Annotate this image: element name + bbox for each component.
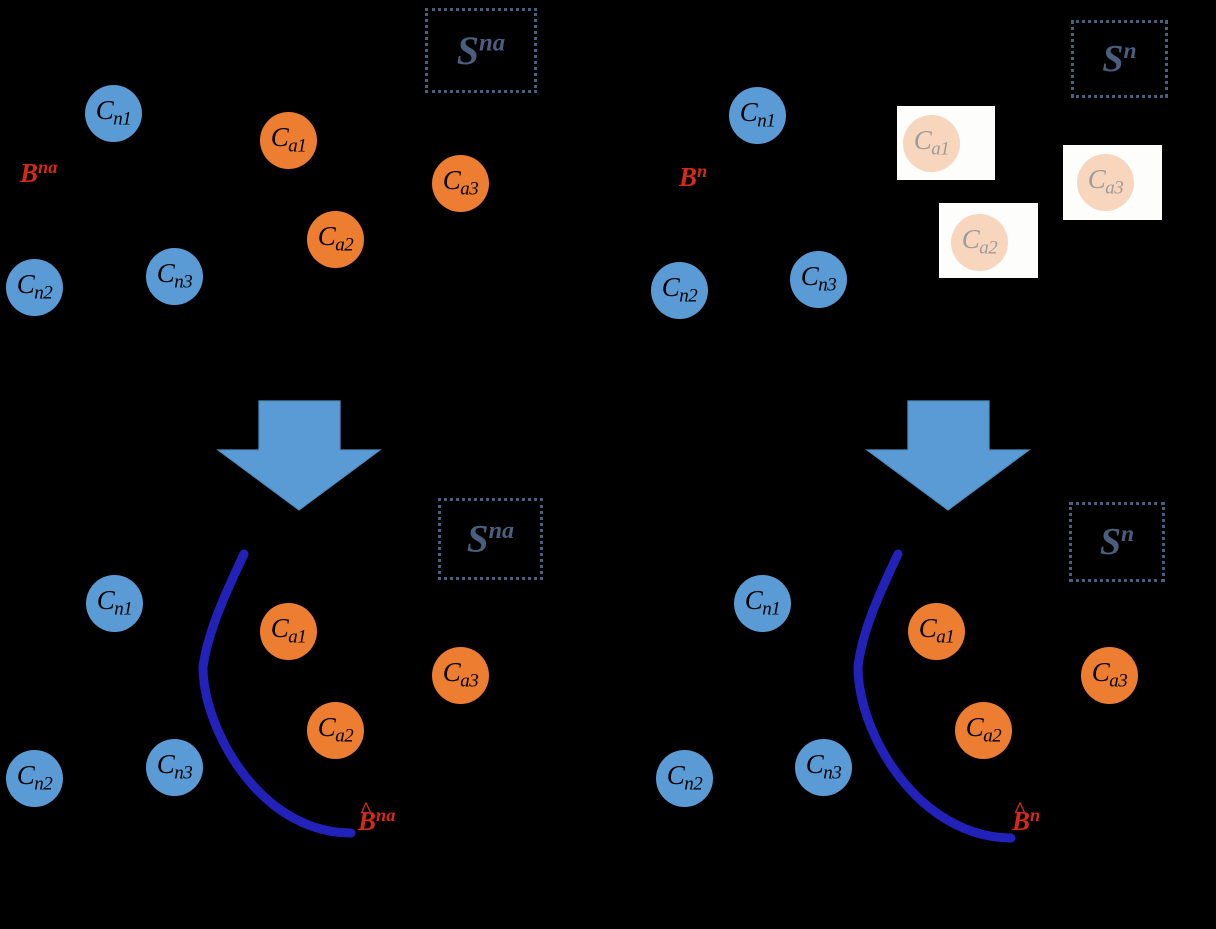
node-label: Cn2 [16,759,53,795]
node-label: Ca3 [1091,656,1128,692]
node-ca2-top-right: Ca2 [951,214,1008,271]
set-box-bottom-left: Sna [438,498,543,580]
set-box-bottom-right-label: Sn [1099,521,1135,563]
boundary-label-top-left: Bna [20,157,58,189]
node-cn3-top-right: Cn3 [790,251,847,308]
node-cn3-top-left: Cn3 [146,248,203,305]
boundary-label-top-right: Bn [679,161,708,193]
hat-accent: ^ [359,796,373,821]
node-label: Ca1 [913,124,950,160]
node-label: Cn3 [800,260,837,296]
node-label: Cn3 [156,257,193,293]
node-label: Cn1 [95,94,132,130]
estimated-boundary-curve-right [853,549,1016,843]
set-box-bottom-left-label: Sna [466,517,515,561]
node-ca3-top-right: Ca3 [1077,154,1134,211]
node-label: Ca3 [1087,163,1124,199]
node-label: Cn1 [739,96,776,132]
arrow-left [216,400,382,511]
node-label: Ca2 [961,223,998,259]
set-box-top-right: Sn [1071,20,1168,98]
node-ca1-bottom-left: Ca1 [260,603,317,660]
node-label: Cn1 [744,584,781,620]
node-label: Ca2 [965,711,1002,747]
node-ca2-top-left: Ca2 [307,211,364,268]
node-label: Ca1 [918,612,955,648]
node-cn2-bottom-left: Cn2 [6,750,63,807]
node-cn1-top-right: Cn1 [729,87,786,144]
node-cn3-bottom-right: Cn3 [795,739,852,796]
node-label: Ca3 [442,164,479,200]
node-label: Ca1 [270,612,307,648]
node-ca3-bottom-right: Ca3 [1081,647,1138,704]
arrow-right [865,400,1031,511]
node-ca2-bottom-left: Ca2 [307,702,364,759]
node-label: Cn3 [156,748,193,784]
node-cn3-bottom-left: Cn3 [146,739,203,796]
set-box-top-right-label: Sn [1102,38,1137,80]
node-cn2-top-left: Cn2 [6,259,63,316]
node-cn1-bottom-right: Cn1 [734,575,791,632]
node-cn1-bottom-left: Cn1 [86,575,143,632]
node-label: Ca2 [317,220,354,256]
estimated-boundary-curve-left [198,549,356,838]
node-label: Cn1 [96,584,133,620]
node-cn2-top-right: Cn2 [651,262,708,319]
set-box-bottom-right: Sn [1069,502,1165,582]
node-ca3-top-left: Ca3 [432,155,489,212]
boundary-label-bottom-left: ^Bna [358,796,396,837]
node-label: Ca1 [270,121,307,157]
node-label: Ca3 [442,656,479,692]
node-ca2-bottom-right: Ca2 [955,702,1012,759]
b-hat-group: ^B [358,796,377,837]
b-hat-group: ^B [1012,796,1031,837]
node-ca1-top-left: Ca1 [260,112,317,169]
node-ca1-bottom-right: Ca1 [908,603,965,660]
set-box-top-left-label: Sna [456,27,506,73]
node-label: Ca2 [317,711,354,747]
node-label: Cn2 [16,268,53,304]
node-label: Cn2 [666,759,703,795]
node-cn1-top-left: Cn1 [85,85,142,142]
node-cn2-bottom-right: Cn2 [656,750,713,807]
node-ca3-bottom-left: Ca3 [432,647,489,704]
node-label: Cn2 [661,271,698,307]
boundary-label-bottom-right: ^Bn [1012,796,1041,837]
node-ca1-top-right: Ca1 [903,115,960,172]
hat-accent: ^ [1013,796,1027,821]
node-label: Cn3 [805,748,842,784]
set-box-top-left: Sna [425,8,537,93]
